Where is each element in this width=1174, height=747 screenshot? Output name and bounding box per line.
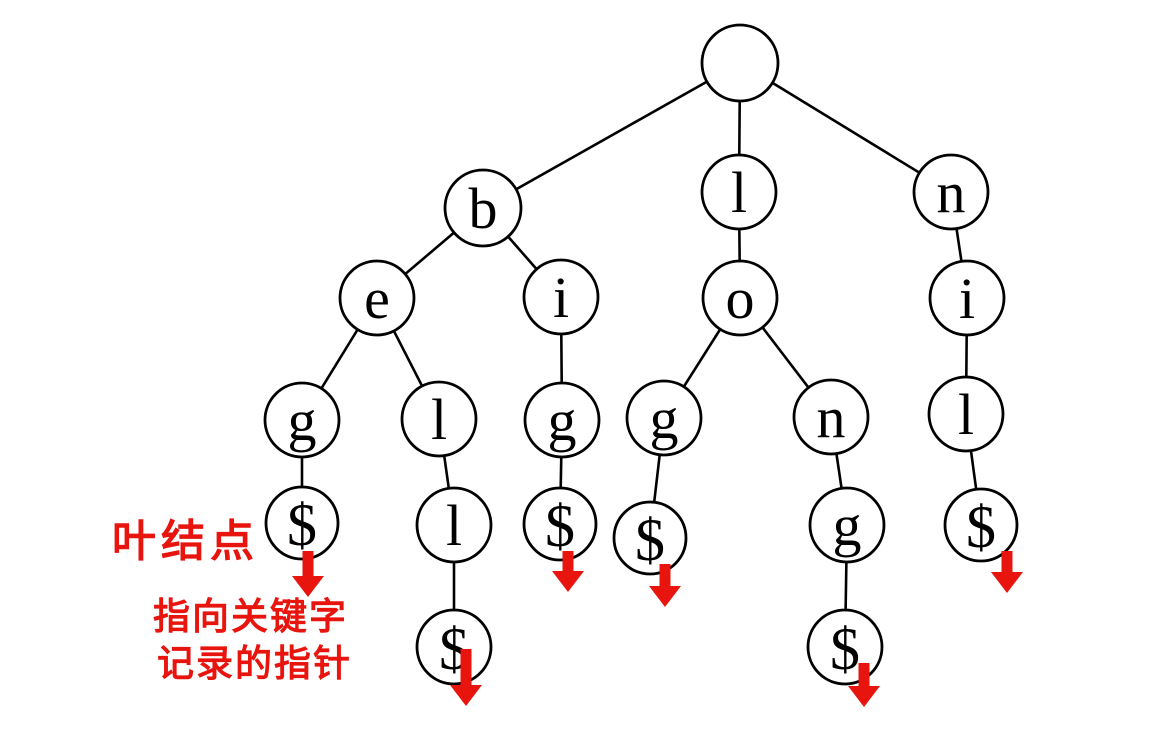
node-circle <box>700 23 780 103</box>
trie-node-i: i <box>522 258 600 336</box>
edge-root-n <box>739 61 952 194</box>
node-circle <box>943 487 1019 563</box>
node-label: l <box>431 387 447 452</box>
node-circle <box>808 486 886 564</box>
node-circle <box>338 259 416 337</box>
trie-node-end4: $ <box>943 487 1019 563</box>
node-circle <box>928 259 1006 337</box>
node-circle <box>912 153 990 231</box>
node-circle <box>523 381 601 459</box>
trie-node-g4: g <box>808 486 886 564</box>
node-circle <box>264 485 340 561</box>
node-label: b <box>469 176 498 241</box>
node-label: $ <box>545 493 575 559</box>
node-label: e <box>364 266 390 331</box>
trie-node-end2: $ <box>522 486 598 562</box>
node-label: $ <box>635 507 665 573</box>
trie-node-root <box>700 23 780 103</box>
trie-node-l3: l <box>927 375 1005 453</box>
pointer-caption-line1: 指向关键字 <box>153 595 348 638</box>
node-circle <box>701 259 779 337</box>
node-circle <box>415 608 493 686</box>
node-circle <box>700 153 778 231</box>
node-label: n <box>937 160 966 225</box>
node-label: g <box>548 388 577 453</box>
node-circle <box>522 486 598 562</box>
trie-node-e: e <box>338 259 416 337</box>
trie-node-end3: $ <box>612 500 688 576</box>
node-circle <box>612 500 688 576</box>
node-circle <box>522 258 600 336</box>
node-label: l <box>958 382 974 447</box>
trie-node-end1: $ <box>264 485 340 561</box>
trie-node-end5: $ <box>415 608 493 686</box>
node-label: n <box>817 385 846 450</box>
trie-node-b: b <box>443 168 523 248</box>
node-circle <box>625 379 703 457</box>
node-circle <box>263 381 341 459</box>
node-label: g <box>833 493 862 558</box>
leaf-pointer-arrows <box>292 551 1023 707</box>
trie-node-l4: l <box>415 486 493 564</box>
node-circle <box>443 168 523 248</box>
node-circle <box>792 378 870 456</box>
trie-node-n2: n <box>792 378 870 456</box>
down-arrow-icon <box>649 564 681 607</box>
leaf-node-label: 叶结点 <box>112 516 259 567</box>
node-label: i <box>959 266 975 331</box>
trie-node-n: n <box>912 153 990 231</box>
down-arrow-icon <box>552 551 584 592</box>
trie-node-l2: l <box>400 380 478 458</box>
node-circle <box>400 380 478 458</box>
trie-node-l: l <box>700 153 778 231</box>
down-arrow-icon <box>848 663 880 707</box>
trie-node-g1: g <box>263 381 341 459</box>
down-arrow-icon <box>991 551 1023 593</box>
tree-nodes: b l n e i o i <box>263 23 1019 686</box>
node-circle <box>415 486 493 564</box>
trie-node-end6: $ <box>806 608 884 686</box>
node-label: $ <box>830 616 860 682</box>
trie-node-o: o <box>701 259 779 337</box>
trie-node-g2: g <box>523 381 601 459</box>
trie-node-g3: g <box>625 379 703 457</box>
down-arrow-icon <box>450 649 482 706</box>
trie-node-i2: i <box>928 259 1006 337</box>
pointer-caption-line2: 记录的指针 <box>157 642 352 685</box>
node-circle <box>927 375 1005 453</box>
node-label: g <box>288 388 317 453</box>
annotations: 叶结点 指向关键字 记录的指针 <box>112 516 352 685</box>
node-label: g <box>650 386 679 451</box>
node-label: i <box>553 265 569 330</box>
node-label: o <box>726 266 755 331</box>
node-label: l <box>446 493 462 558</box>
node-label: l <box>731 160 747 225</box>
down-arrow-icon <box>292 551 324 597</box>
node-label: $ <box>287 492 317 558</box>
node-label: $ <box>966 494 996 560</box>
edge-root-b <box>482 61 741 210</box>
